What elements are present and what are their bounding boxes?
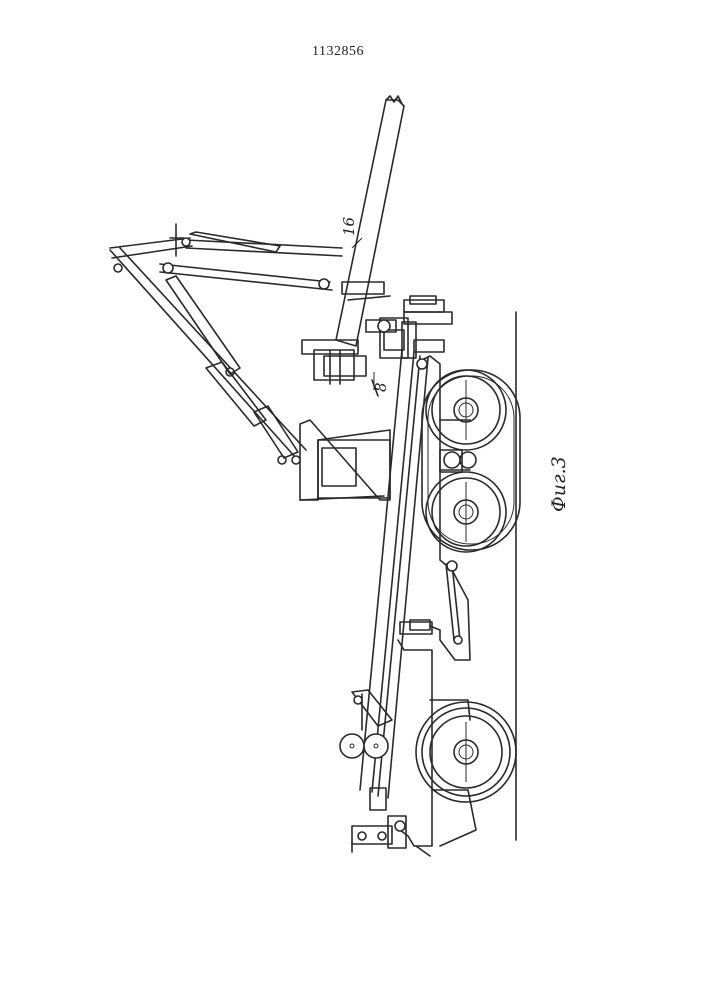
callout-16: 16 <box>340 217 358 236</box>
harvesting-head-part-8 <box>302 282 452 396</box>
callout-8: 8 <box>372 382 390 392</box>
wheel-middle <box>426 472 506 552</box>
operator-cab <box>300 420 390 500</box>
figure-caption: Фиг.3 <box>548 456 570 512</box>
crane-boom <box>110 238 342 464</box>
rear-hitch <box>352 816 430 856</box>
wheel-rear <box>416 702 516 802</box>
wheel-front <box>426 370 506 450</box>
boom-hydraulic-cylinders <box>166 224 298 458</box>
callout-16-leader <box>354 238 362 246</box>
